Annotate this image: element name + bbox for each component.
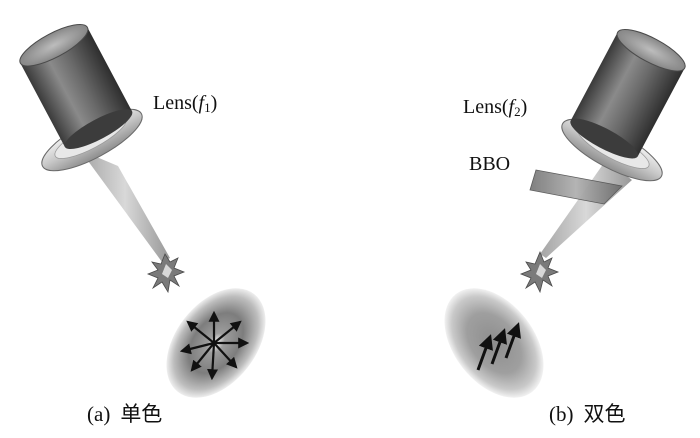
right-setup xyxy=(444,29,686,398)
left-radial-arrows xyxy=(179,310,250,381)
right-emission-spot xyxy=(444,288,544,398)
left-objective xyxy=(19,24,133,150)
bbo-label: BBO xyxy=(469,153,511,175)
right-caption: (b)双色 xyxy=(549,402,626,426)
right-lens-label: Lens(f2) xyxy=(463,96,528,119)
left-plasma-spark xyxy=(146,253,186,294)
right-parallel-arrows xyxy=(476,322,521,371)
right-plasma-spark xyxy=(519,250,560,294)
right-objective xyxy=(570,29,686,159)
left-caption: (a)单色 xyxy=(87,402,163,426)
left-focus-cone xyxy=(80,150,170,262)
left-lens-label: Lens(f1) xyxy=(153,92,218,115)
left-setup xyxy=(19,24,266,398)
bbo-crystal xyxy=(529,169,623,205)
